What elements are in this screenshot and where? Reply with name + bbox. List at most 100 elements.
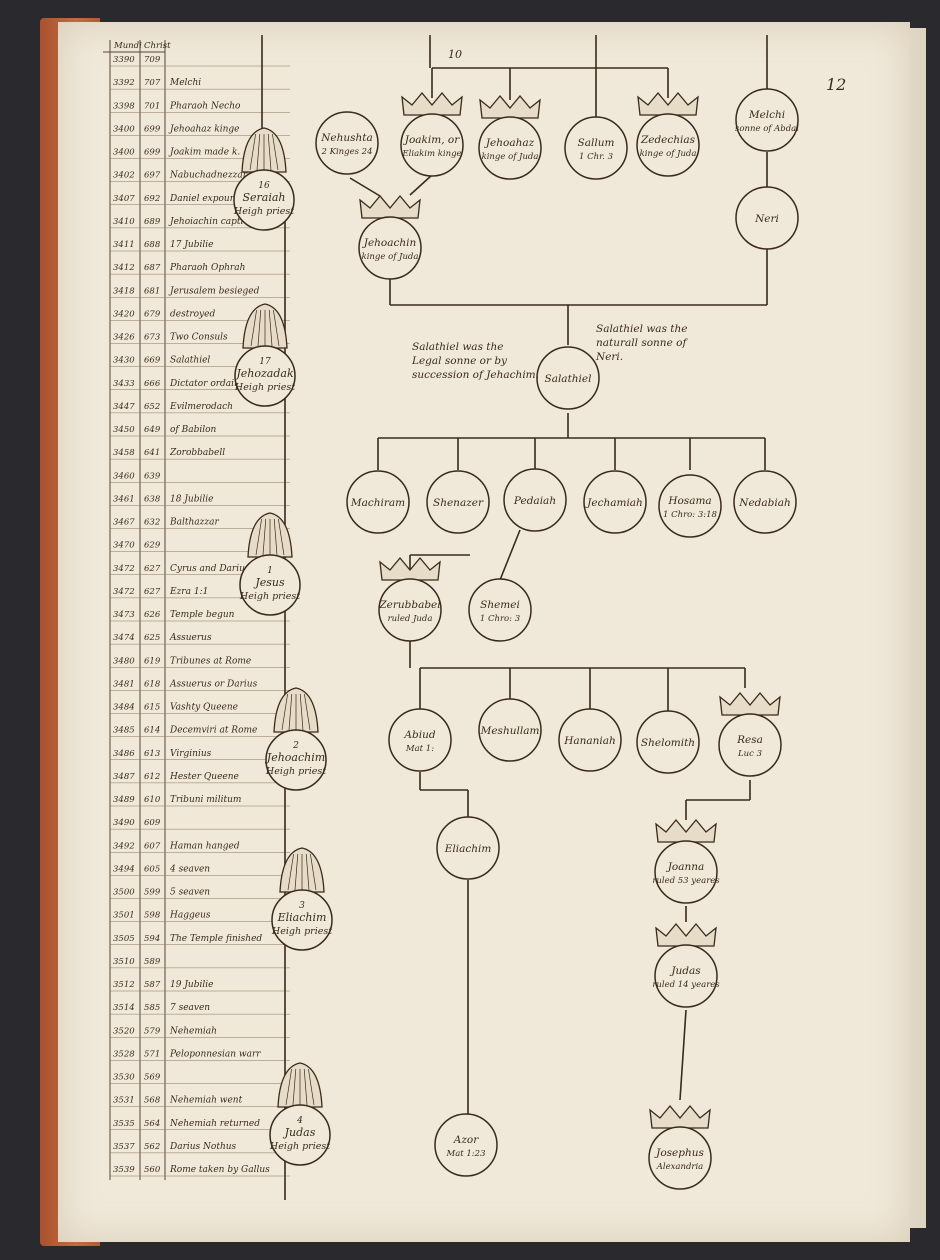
person-pedaiah: Pedaiah [503, 468, 567, 532]
priest-name: Jesus [253, 576, 285, 589]
year-christ: 579 [144, 1026, 161, 1036]
event-text: Ezra 1:1 [169, 587, 208, 597]
person-circle [564, 116, 628, 180]
year-christ: 609 [144, 818, 161, 828]
person-circle [346, 470, 410, 534]
year-mundi: 3461 [113, 494, 135, 504]
event-text: Darius Nothus [169, 1142, 237, 1152]
event-text: Decemviri at Rome [169, 726, 257, 736]
priest-circle [271, 889, 333, 951]
person-note: kinge of Juda [640, 149, 697, 159]
priest-number: 4 [296, 1116, 303, 1126]
year-mundi: 3470 [113, 541, 135, 551]
person-name: Shemei [480, 599, 520, 611]
year-christ: 560 [144, 1165, 161, 1175]
year-christ: 679 [144, 309, 161, 319]
priest-name: Judas [283, 1126, 316, 1139]
person-note: Eliakim kinge [401, 149, 461, 159]
person-nedabiah: Nedabiah [733, 470, 797, 534]
priest-title: Heigh priest [265, 766, 326, 777]
year-mundi: 3528 [113, 1049, 135, 1059]
table-row: 3490 609 [110, 818, 290, 830]
year-christ: 615 [144, 703, 160, 713]
person-machiram: Machiram [346, 470, 410, 534]
event-text: 4 seaven [169, 864, 210, 874]
year-mundi: 3490 [113, 818, 135, 828]
person-circle [426, 470, 490, 534]
year-mundi: 3418 [113, 286, 135, 296]
year-mundi: 3520 [113, 1026, 135, 1036]
year-mundi: 3539 [113, 1165, 135, 1175]
person-neri: Neri [735, 186, 799, 250]
person-circle [388, 708, 452, 772]
year-christ: 594 [144, 934, 160, 944]
year-mundi: 3486 [113, 749, 135, 759]
event-text: Tribunes at Rome [170, 656, 251, 666]
year-christ: 632 [144, 518, 160, 528]
person-note: 1 Chro: 3 [480, 614, 520, 624]
year-christ: 619 [144, 656, 161, 666]
event-text: Jehoahaz kinge [168, 124, 240, 134]
person-salathiel: Salathiel [536, 346, 600, 410]
year-christ: 587 [144, 980, 161, 990]
event-text: Virginius [170, 749, 212, 759]
person-name: Sallum [578, 137, 615, 149]
event-text: Evilmerodach [169, 402, 233, 412]
person-name: Zerubbabel [378, 599, 440, 611]
person-circle [636, 710, 700, 774]
person-circle [636, 113, 700, 177]
person-name: Resa [736, 734, 763, 746]
year-mundi: 3402 [113, 171, 135, 181]
year-mundi: 3426 [113, 333, 135, 343]
year-mundi: 3407 [113, 194, 135, 204]
year-christ: 666 [144, 379, 161, 389]
person-circle [315, 111, 379, 175]
priest-title: Heigh priest [269, 1141, 330, 1152]
year-christ: 689 [144, 217, 161, 227]
year-mundi: 3412 [113, 263, 135, 273]
person-note: Mat 1:23 [446, 1149, 486, 1159]
event-text: of Babilon [170, 425, 217, 435]
person-name: Azor [453, 1134, 479, 1146]
year-mundi: 3400 [113, 124, 135, 134]
person-hananiah: Hananiah [558, 708, 622, 772]
person-note: Luc 3 [737, 749, 762, 759]
crown-icon [637, 91, 699, 116]
person-note: 2 Kinges 24 [320, 147, 372, 157]
event-text: Nabuchadnezzar [169, 171, 248, 181]
year-mundi: 3489 [113, 795, 135, 805]
year-christ: 699 [144, 148, 161, 158]
year-mundi: 3458 [113, 448, 135, 458]
crown-icon [359, 194, 421, 219]
person-name: Judas [669, 965, 701, 977]
person-circle [503, 468, 567, 532]
table-header-mundi: Mundi [113, 41, 142, 51]
crown-icon [649, 1104, 711, 1129]
year-mundi: 3467 [113, 518, 135, 528]
event-text: Two Consuls [170, 333, 228, 343]
year-mundi: 3512 [113, 980, 135, 990]
year-mundi: 3411 [113, 240, 135, 250]
person-name: Machiram [350, 497, 405, 509]
event-text: Melchi [169, 78, 201, 88]
person-name: Joakim, or [403, 134, 460, 146]
person-name: Salathiel [545, 373, 592, 385]
event-text: Dictator ordained [169, 379, 251, 389]
year-mundi: 3473 [113, 610, 135, 620]
